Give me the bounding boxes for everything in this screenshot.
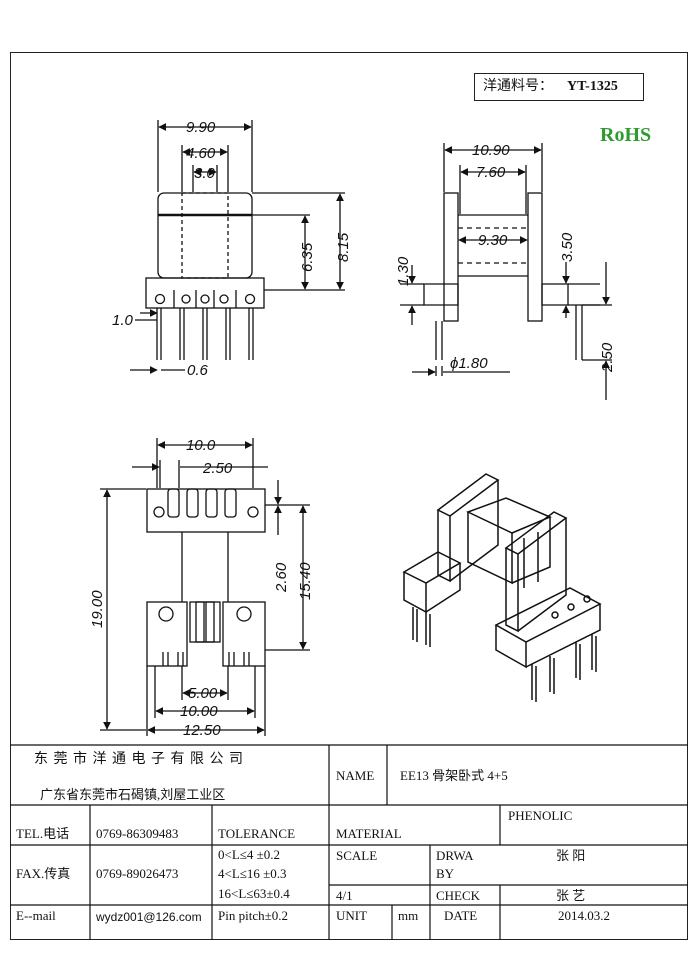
dim-front-inner: 4.60 xyxy=(186,145,216,162)
unit-label: UNIT xyxy=(336,908,368,923)
drawn-value: 张 阳 xyxy=(556,848,586,863)
part-number-box: 洋通料号： YT-1325 xyxy=(474,73,644,101)
fax-value: 0769-89026473 xyxy=(96,866,179,881)
tolerance-row-3: 16<L≤63±0.4 xyxy=(218,886,290,901)
scale-label: SCALE xyxy=(336,848,378,863)
dim-side-width: 10.90 xyxy=(472,142,510,159)
title-block-grid xyxy=(10,744,688,940)
name-label: NAME xyxy=(336,768,375,783)
dim-front-h1: 6.35 xyxy=(299,242,316,272)
dim-side-pin-dia: ϕ1.80 xyxy=(450,355,488,372)
bottom-view xyxy=(100,438,310,736)
drawn-label-by: BY xyxy=(436,866,455,881)
dim-front-pin-dia: 0.6 xyxy=(187,362,209,379)
material-value: PHENOLIC xyxy=(508,808,573,823)
part-number: YT-1325 xyxy=(567,79,618,94)
rohs-mark: RoHS xyxy=(600,124,652,146)
name-value: EE13 骨架卧式 4+5 xyxy=(400,768,508,783)
drawn-label: DRWA xyxy=(436,848,474,863)
tel-value: 0769-86309483 xyxy=(96,826,179,841)
tolerance-row-2: 4<L≤16 ±0.3 xyxy=(218,866,287,881)
fax-label: FAX.传真 xyxy=(16,866,71,881)
isometric-view xyxy=(402,473,602,702)
unit-value: mm xyxy=(398,908,419,923)
dim-side-pin-length: 2.50 xyxy=(599,342,616,373)
tolerance-label: TOLERANCE xyxy=(218,826,296,841)
front-view xyxy=(130,120,345,374)
tel-label: TEL.电话 xyxy=(16,826,70,841)
check-label: CHECK xyxy=(436,888,481,903)
date-value: 2014.03.2 xyxy=(558,908,610,923)
dim-front-core: 3.0 xyxy=(194,165,216,182)
tolerance-row-1: 0<L≤4 ±0.2 xyxy=(218,847,281,862)
dim-bottom-d2: 10.00 xyxy=(180,703,218,720)
dim-side-core: 9.30 xyxy=(478,232,508,249)
company-address: 广东省东莞市石碣镇,刘屋工业区 xyxy=(40,787,226,802)
dim-bottom-h2: 15.40 xyxy=(297,562,314,600)
scale-value: 4/1 xyxy=(336,888,353,903)
check-value: 张 艺 xyxy=(556,888,586,903)
pin-pitch: Pin pitch±0.2 xyxy=(218,908,288,923)
dim-side-h1: 1.30 xyxy=(395,256,412,286)
dim-bottom-pitch: 2.50 xyxy=(202,460,233,477)
material-label: MATERIAL xyxy=(336,826,402,841)
dim-bottom-length: 19.00 xyxy=(89,590,106,628)
drawing-frame xyxy=(10,52,688,940)
dim-side-h2: 3.50 xyxy=(559,232,576,262)
company-name: 东 莞 市 洋 通 电 子 有 限 公 司 xyxy=(34,752,244,767)
dim-side-inner: 7.60 xyxy=(476,164,506,181)
part-label: 洋通料号： xyxy=(483,79,553,94)
dim-bottom-h1: 2.60 xyxy=(273,562,290,593)
dim-front-h2: 8.15 xyxy=(335,232,352,262)
dim-front-width: 9.90 xyxy=(186,119,216,136)
dim-bottom-d1: 5.00 xyxy=(188,685,218,702)
dim-bottom-width: 10.0 xyxy=(186,437,216,454)
date-label: DATE xyxy=(444,908,478,923)
dim-bottom-d3: 12.50 xyxy=(183,722,221,739)
email-value: wydz001@126.com xyxy=(96,910,202,924)
side-view xyxy=(400,143,612,400)
dim-front-pin-offset: 1.0 xyxy=(112,312,134,329)
email-label: E--mail xyxy=(16,908,56,923)
